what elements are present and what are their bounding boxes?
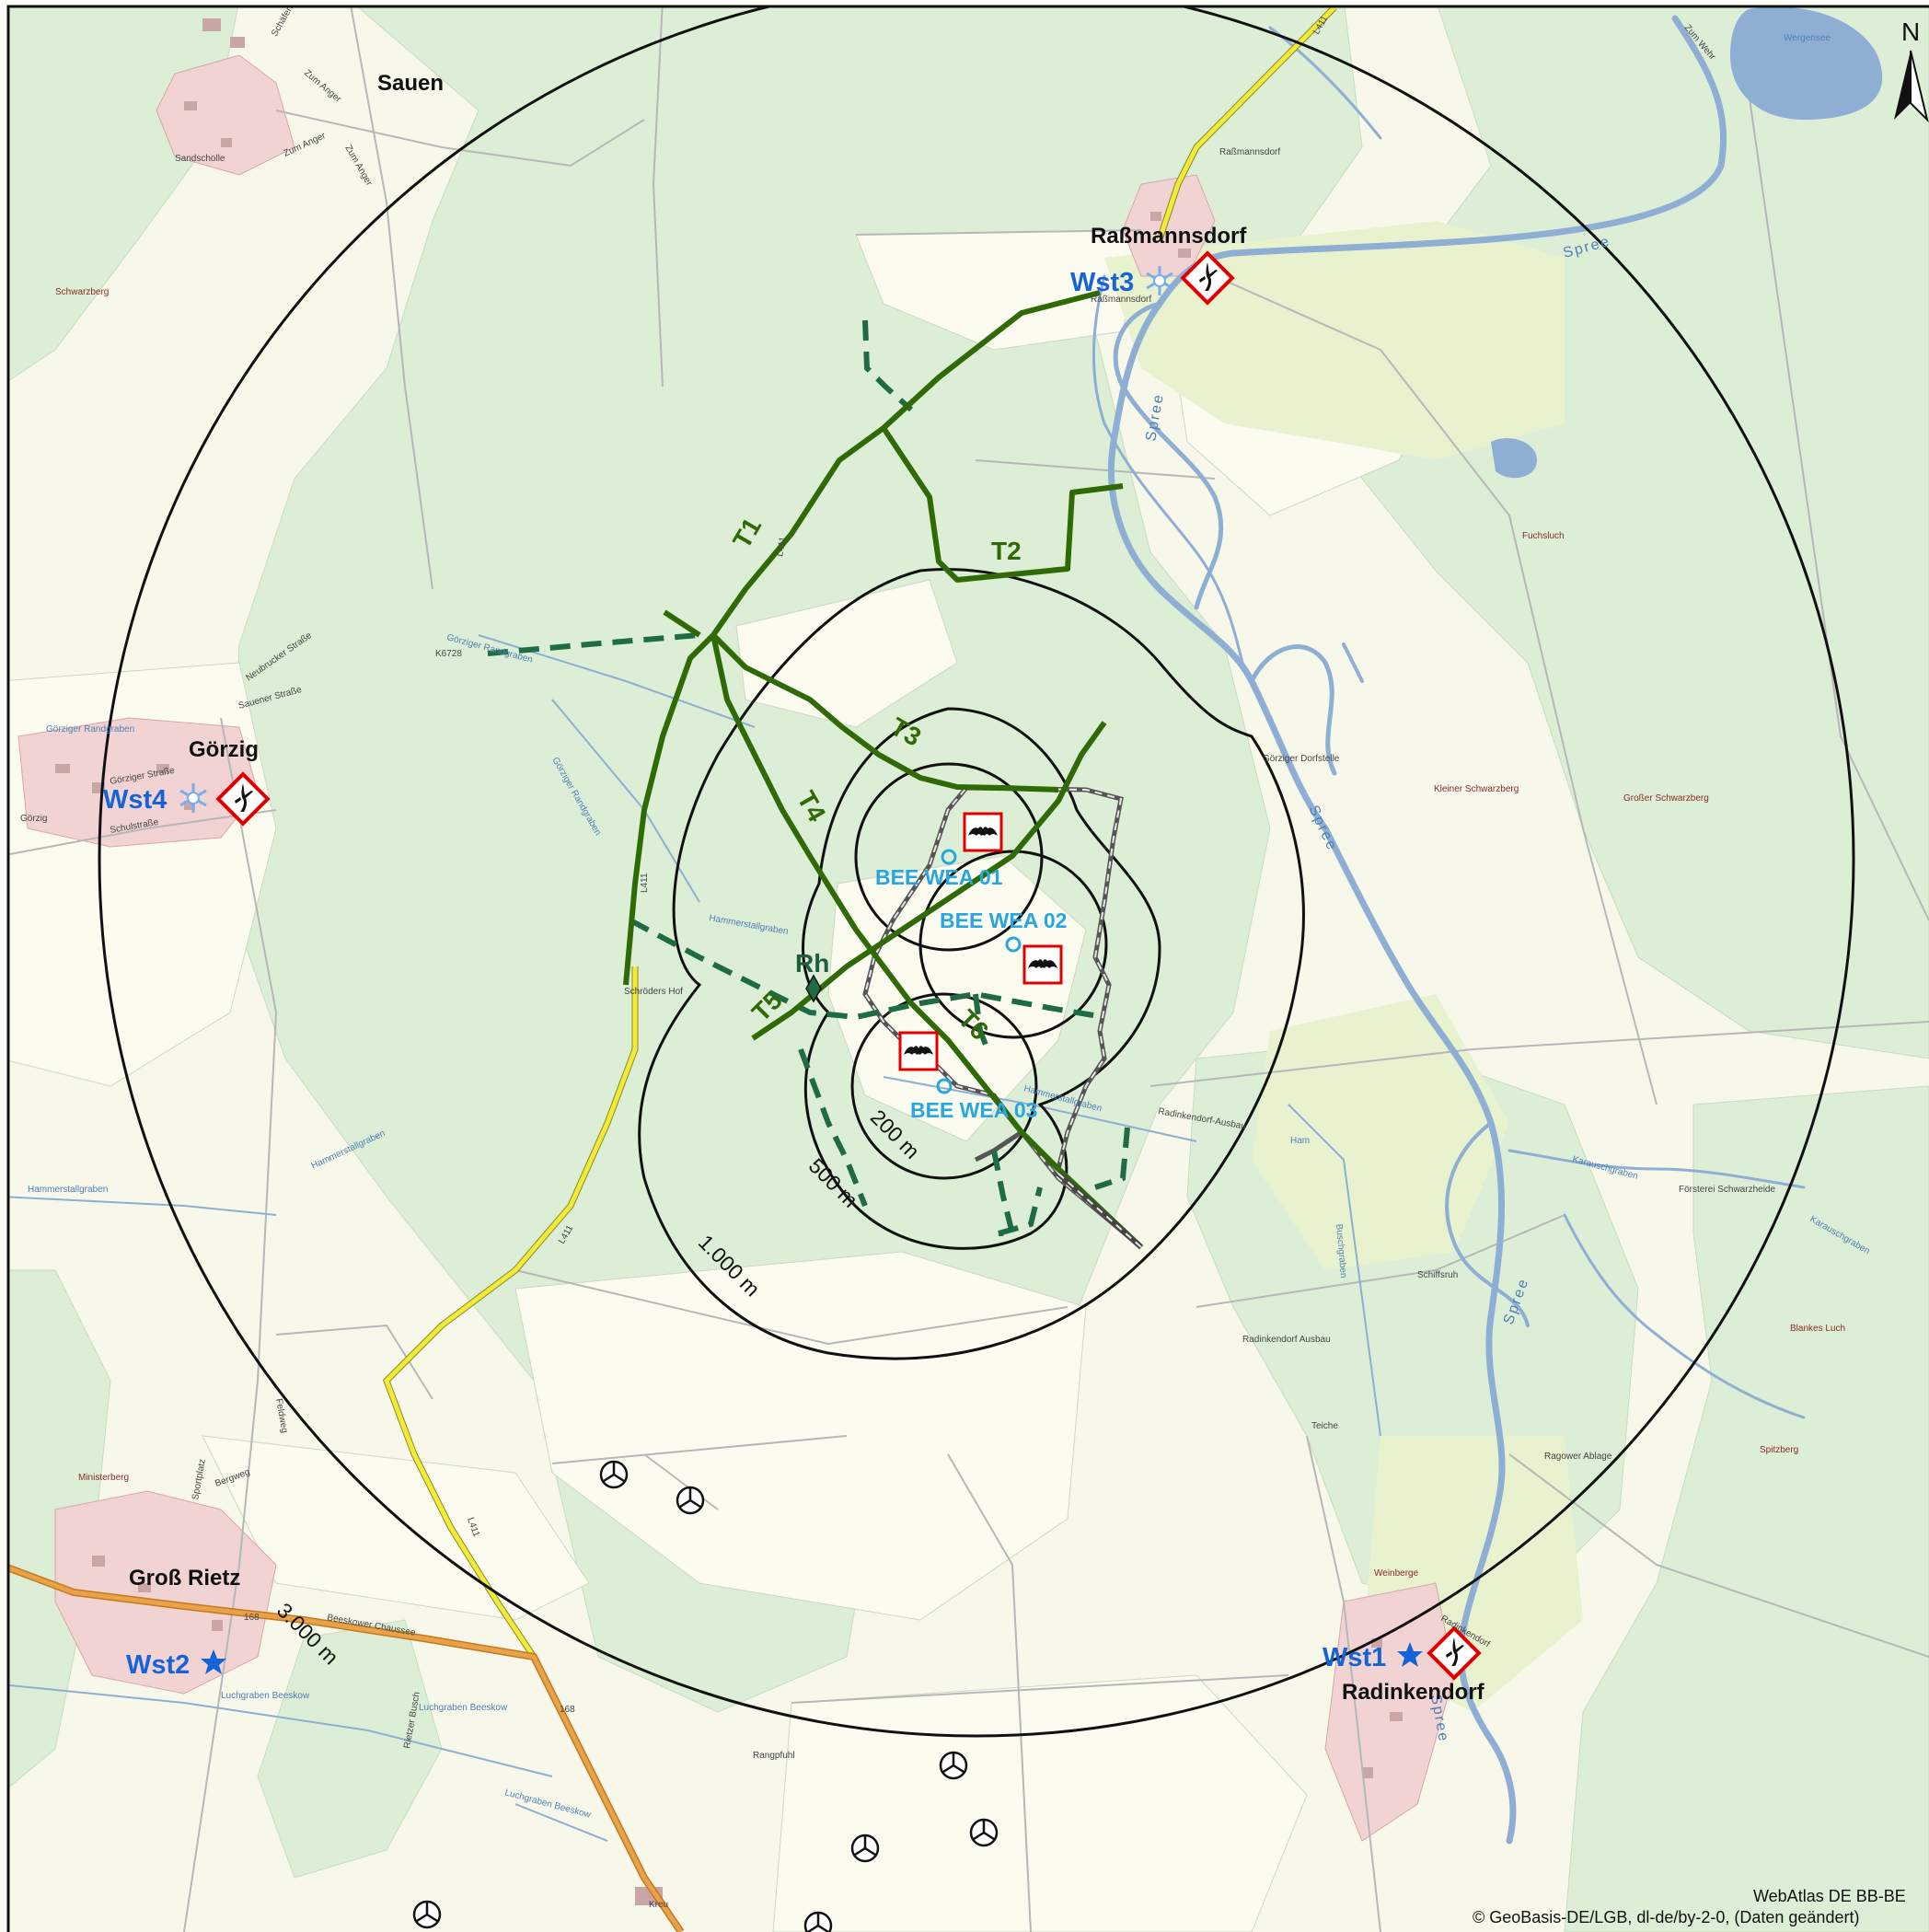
buffer-rings <box>98 6 1855 1738</box>
svg-text:WebAtlas DE BB-BE: WebAtlas DE BB-BE <box>1753 1887 1906 1905</box>
svg-text:Radinkendorf Ausbau: Radinkendorf Ausbau <box>1242 1335 1331 1345</box>
bat-icon <box>1022 944 1063 985</box>
wergensee-lake <box>1730 6 1883 120</box>
town-goerzig: Görzig <box>189 737 259 762</box>
svg-text:Hammerstallgraben: Hammerstallgraben <box>28 1185 108 1195</box>
station-wst2: Wst2 <box>126 1650 190 1680</box>
town-labels: Sauen Raßmannsdorf Görzig Groß Rietz Rad… <box>129 71 1485 1705</box>
turbine-labels: BEE WEA 01 BEE WEA 02 BEE WEA 03 <box>875 865 1067 1122</box>
svg-text:K6728: K6728 <box>435 649 462 659</box>
buffer-ring-1000 <box>638 567 1305 1360</box>
svg-text:Ham: Ham <box>1290 1136 1310 1146</box>
credit: WebAtlas DE BB-BE © GeoBasis-DE/LGB, dl-… <box>1473 1887 1906 1926</box>
map-frame <box>6 5 1929 1932</box>
bat-icon <box>963 812 1003 852</box>
svg-text:Großer Schwarzberg: Großer Schwarzberg <box>1623 793 1709 804</box>
svg-text:Schiffsruh: Schiffsruh <box>1417 1270 1458 1280</box>
road-b168-fill <box>7 1565 684 1932</box>
svg-text:Schwarzberg: Schwarzberg <box>55 287 109 297</box>
transects-solid <box>623 290 1144 1250</box>
buffer-ring-wea03 <box>850 992 1038 1180</box>
survey-lines-dashed <box>487 319 1130 1236</box>
turbine-symbol-icon <box>969 1818 999 1847</box>
turbine-wea03-label: BEE WEA 03 <box>910 1098 1037 1122</box>
town-sauen: Sauen <box>377 71 444 96</box>
bat-icon <box>898 1031 939 1071</box>
svg-text:Raßmannsdorf: Raßmannsdorf <box>1091 295 1151 305</box>
transect-t5 <box>751 721 1107 1041</box>
svg-text:Spitzberg: Spitzberg <box>1760 1445 1798 1455</box>
turbine-symbol-icon <box>850 1834 880 1863</box>
svg-text:Sandscholle: Sandscholle <box>175 154 225 164</box>
svg-text:Görziger Randgraben: Görziger Randgraben <box>46 724 134 735</box>
svg-text:Schröders Hof: Schröders Hof <box>624 987 683 997</box>
svg-text:Fuchsluch: Fuchsluch <box>1522 531 1565 541</box>
turbine-wea02-label: BEE WEA 02 <box>940 908 1067 932</box>
svg-text:N: N <box>1901 17 1920 46</box>
turbine-wea01-marker <box>941 849 957 865</box>
place-labels: Schwarzberg Fuchsluch Kleiner Schwarzber… <box>55 287 1845 1579</box>
buffer-ring-3000 <box>98 6 1855 1738</box>
station-wst1: Wst1 <box>1323 1643 1386 1672</box>
svg-text:Wergensee: Wergensee <box>1784 33 1831 43</box>
svg-text:Kleiner Schwarzberg: Kleiner Schwarzberg <box>1434 784 1519 794</box>
transect-t1 <box>623 290 1101 986</box>
svg-text:168: 168 <box>560 1705 575 1715</box>
svg-text:Luchgraben Beeskow: Luchgraben Beeskow <box>419 1703 508 1713</box>
turbine-symbol-icon <box>599 1460 629 1489</box>
road-l411-fill <box>384 6 1336 1659</box>
svg-text:168: 168 <box>244 1613 260 1623</box>
planned-turbines <box>936 849 1022 1094</box>
turbine-symbol-icon <box>676 1486 705 1515</box>
svg-text:Weinberge: Weinberge <box>1374 1568 1419 1579</box>
svg-text:Blankes Luch: Blankes Luch <box>1790 1324 1845 1334</box>
svg-text:Buschgraben: Buschgraben <box>1334 1223 1348 1278</box>
svg-text:Ragower Ablage: Ragower Ablage <box>1544 1452 1612 1462</box>
transect-t4 <box>710 634 1061 1172</box>
svg-text:Försterei Schwarzheide: Försterei Schwarzheide <box>1679 1185 1775 1195</box>
spree-river <box>1092 15 1806 1845</box>
station-wst4: Wst4 <box>103 785 167 815</box>
turbine-symbol-icon <box>412 1900 442 1929</box>
svg-text:L411: L411 <box>775 536 789 558</box>
svg-text:Ministerberg: Ministerberg <box>78 1473 129 1483</box>
town-rassmannsdorf: Raßmannsdorf <box>1091 224 1247 249</box>
svg-text:Luchgraben Beeskow: Luchgraben Beeskow <box>221 1691 310 1701</box>
transect-t3 <box>710 632 1059 792</box>
svg-text:Rangpfuhl: Rangpfuhl <box>753 1751 795 1761</box>
rh-label: Rh <box>795 949 829 978</box>
town-gross-rietz: Groß Rietz <box>129 1566 240 1591</box>
station-labels: Wst3 Wst4 Wst1 Wst2 <box>103 268 1386 1680</box>
turbine-wea01-label: BEE WEA 01 <box>875 865 1003 889</box>
town-radinkendorf: Radinkendorf <box>1342 1680 1485 1705</box>
svg-text:Görziger Dorfstelle: Görziger Dorfstelle <box>1263 754 1340 764</box>
svg-text:© GeoBasis-DE/LGB, dl-de/by-2-: © GeoBasis-DE/LGB, dl-de/by-2-0, (Daten … <box>1473 1908 1859 1926</box>
route-t2-label: T2 <box>991 537 1022 565</box>
transect-t2 <box>881 426 1124 583</box>
turbine-symbol-icon <box>939 1751 968 1780</box>
svg-text:L411: L411 <box>640 873 650 893</box>
turbine-wea03-marker <box>936 1078 953 1094</box>
svg-text:Raßmannsdorf: Raßmannsdorf <box>1219 147 1280 157</box>
pond <box>1491 438 1537 479</box>
rh-diamond-icon <box>805 974 822 1003</box>
svg-text:Görzig: Görzig <box>20 814 47 824</box>
turbine-wea02-marker <box>1005 936 1022 953</box>
turbine-symbol-icon <box>803 1911 833 1932</box>
station-wst3: Wst3 <box>1070 268 1134 297</box>
svg-text:Kreu: Kreu <box>649 1900 668 1910</box>
north-arrow: N <box>1894 17 1929 123</box>
svg-text:Teiche: Teiche <box>1311 1421 1338 1431</box>
